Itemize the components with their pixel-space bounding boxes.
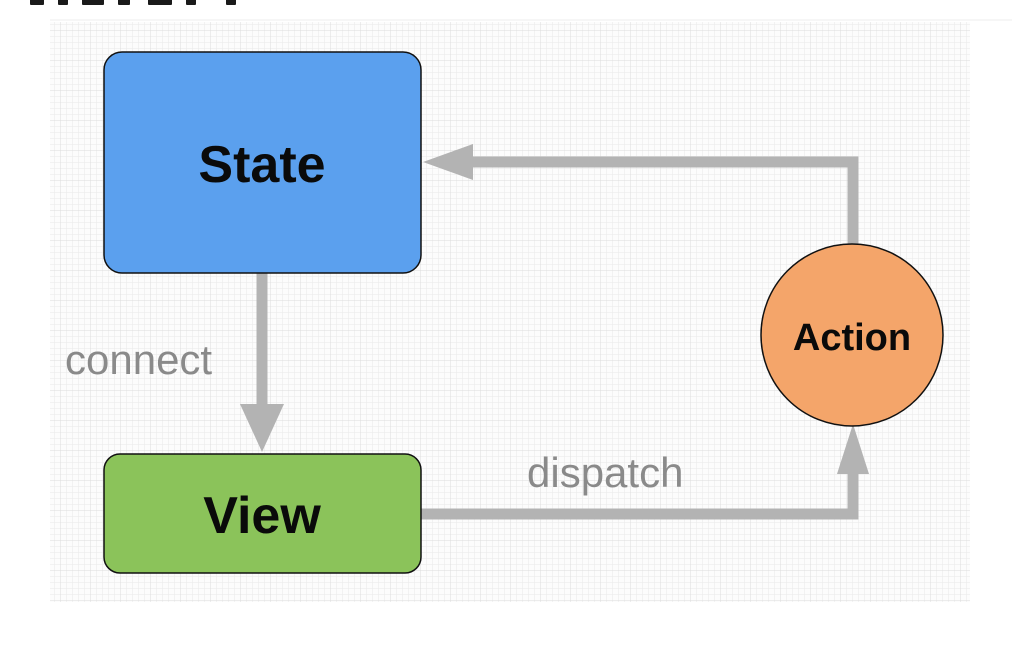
state-label: State — [198, 136, 325, 194]
view-label: View — [203, 487, 321, 545]
view-node: View — [103, 453, 422, 574]
action-label: Action — [793, 317, 911, 359]
cropped-header-text — [0, 0, 280, 8]
connect-label: connect — [65, 336, 212, 383]
action-node: Action — [760, 243, 944, 427]
dispatch-arrow — [421, 424, 869, 520]
dispatch-label: dispatch — [527, 449, 683, 496]
state-node: State — [103, 51, 422, 274]
action-to-state-arrow — [423, 144, 859, 244]
connect-arrow — [240, 273, 284, 452]
